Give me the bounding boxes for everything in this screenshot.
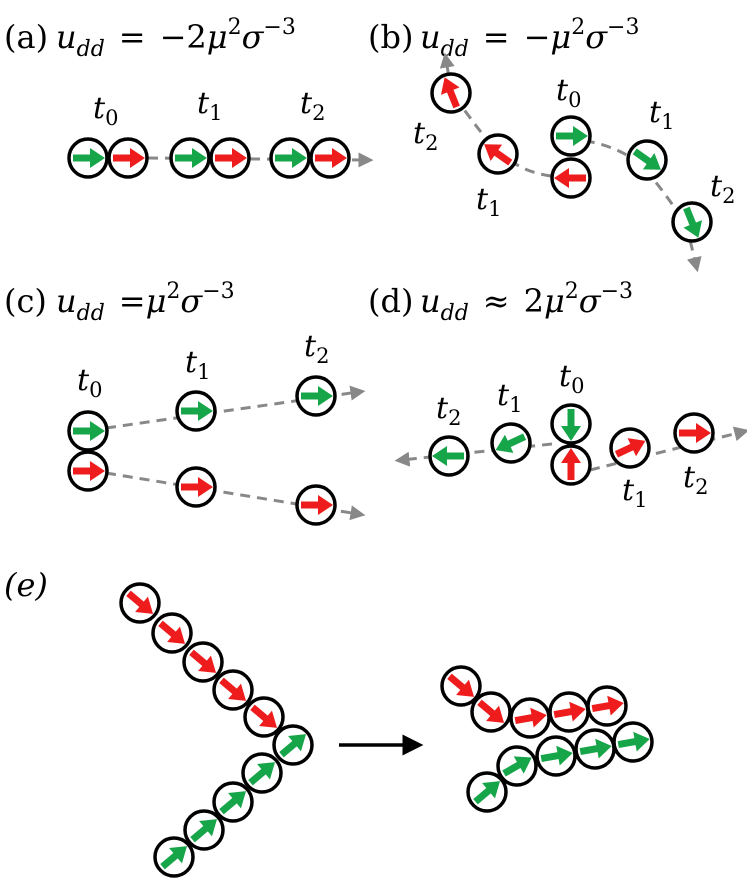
dipole-a-t1-red	[209, 137, 251, 179]
panel-b-equation: udd=−μ2σ−3	[420, 15, 639, 62]
time-label-b-t2-left: t2	[413, 116, 438, 155]
panel-e-label: (e)	[4, 566, 48, 604]
dipole-b-t2-green	[671, 201, 713, 243]
panel-d: (d) udd≈2μ2σ−3 t0 t1 t2 t1 t2	[368, 279, 747, 512]
dipole-e-right-green-4	[574, 728, 616, 770]
time-label-d-t2-right: t2	[683, 460, 708, 499]
panel-c: (c) udd=μ2σ−3 t0 t1 t2	[4, 279, 366, 526]
dipole-d-t2-red	[673, 412, 715, 454]
path-d-right	[589, 426, 747, 472]
dipole-e-right-red-3	[509, 697, 551, 739]
dipole-b-t2-red	[430, 72, 472, 114]
dipole-e-left-green-3	[212, 781, 254, 823]
dipole-d-t0-red	[550, 444, 592, 486]
dipole-e-right-green-3	[535, 735, 577, 777]
dipole-b-t0-green	[550, 115, 592, 157]
dipole-e-right-green-1	[466, 771, 508, 813]
dipole-c-t1-green	[175, 390, 217, 432]
dipole-e-left-red-1	[119, 582, 161, 624]
dipole-e-left-red-5	[243, 696, 285, 738]
panel-e: (e)	[4, 566, 654, 878]
panel-a: (a) udd=−2μ2σ−3 t0 t1 t2	[4, 15, 374, 179]
dipole-d-t1-green	[490, 422, 532, 464]
panel-d-label: (d)	[368, 282, 413, 320]
dipole-e-right-green-2	[496, 745, 538, 787]
time-label-c-t2: t2	[304, 329, 329, 368]
time-label-b-t2-right: t2	[710, 169, 735, 208]
dipole-a-t0-red	[107, 137, 149, 179]
time-label-a-t1: t1	[197, 86, 222, 125]
time-label-b-t1-right: t1	[649, 95, 674, 134]
time-label-b-t1-left: t1	[476, 182, 501, 221]
dipole-a-t2-red	[309, 137, 351, 179]
time-label-a-t2: t2	[300, 86, 325, 125]
time-label-a-t0: t0	[93, 91, 118, 130]
dipole-d-t0-green	[550, 403, 592, 445]
time-label-c-t0: t0	[77, 363, 102, 402]
time-label-d-t2-left: t2	[436, 391, 461, 430]
dipole-e-left-green-2	[183, 809, 225, 851]
dipole-c-t2-green	[295, 375, 337, 417]
dipole-c-t0-red	[67, 450, 109, 492]
panel-a-equation: udd=−2μ2σ−3	[56, 15, 296, 62]
time-label-d-t0: t0	[559, 359, 584, 398]
dipole-e-right-red-1	[440, 665, 482, 707]
dipole-e-right-red-5	[586, 685, 628, 727]
dipole-d-t1-red	[609, 427, 651, 469]
time-label-d-t1-left: t1	[497, 378, 522, 417]
dipole-e-left-red-4	[212, 669, 254, 711]
time-label-b-t0: t0	[556, 73, 581, 112]
dipole-e-left-green-4	[241, 752, 283, 794]
dipole-b-t1-red	[477, 133, 519, 175]
dipole-e-left-green-5	[272, 724, 314, 766]
dipole-e-right-red-2	[470, 691, 512, 733]
dipole-c-t1-red	[175, 466, 217, 508]
dipole-a-t2-green	[269, 137, 311, 179]
panel-a-label: (a)	[4, 18, 48, 56]
dipole-e-right-green-5	[612, 721, 654, 763]
panel-d-equation: udd≈2μ2σ−3	[420, 279, 633, 326]
dipole-c-t0-green	[67, 410, 109, 452]
dipole-a-t1-green	[169, 137, 211, 179]
dipole-a-t0-green	[67, 137, 109, 179]
time-label-c-t1: t1	[185, 345, 210, 384]
dipole-e-left-red-3	[182, 641, 224, 683]
dipole-b-t1-green	[626, 139, 668, 181]
dipole-d-t2-green	[428, 435, 470, 477]
panel-b: (b) udd=−μ2σ−3 t0 t1 t2 t1 t2	[368, 15, 735, 273]
panel-c-equation: udd=μ2σ−3	[56, 279, 235, 326]
dipole-e-left-green-1	[153, 836, 195, 878]
dipole-e-left-red-2	[151, 612, 193, 654]
time-label-d-t1-right: t1	[622, 473, 647, 512]
dipole-e-right-red-4	[548, 691, 590, 733]
panel-b-label: (b)	[368, 18, 413, 56]
dipole-b-t0-red	[550, 157, 592, 199]
panel-c-label: (c)	[4, 282, 47, 320]
dipole-c-t2-red	[295, 484, 337, 526]
